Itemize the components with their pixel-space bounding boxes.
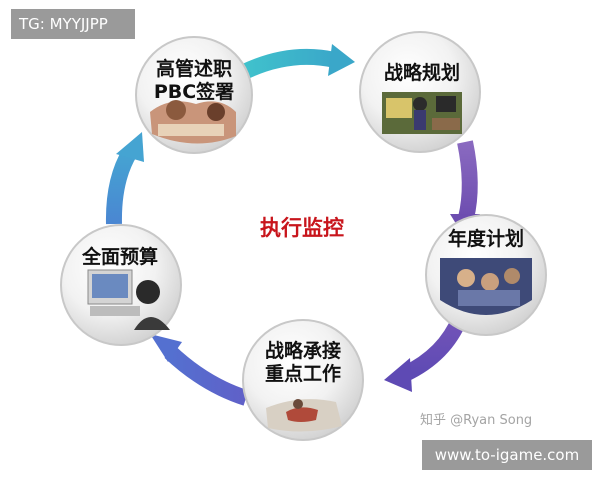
node-label-line: 全面预算 <box>81 246 158 268</box>
node-annual-plan <box>425 214 547 336</box>
node-label-line: 年度计划 <box>447 228 524 250</box>
node-label-executive-review: 高管述职 PBC签署 <box>134 58 254 104</box>
node-strategy-execution <box>242 319 364 441</box>
center-label: 执行监控 <box>260 216 344 240</box>
node-label-line: 战略承接 <box>264 340 341 362</box>
arrow-top <box>240 44 355 80</box>
node-label-budget: 全面预算 <box>60 246 180 269</box>
node-executive-review <box>135 36 253 154</box>
arrow-left <box>105 132 144 225</box>
node-label-line: 高管述职 <box>155 58 232 80</box>
planning-photo-icon <box>382 92 462 134</box>
node-label-line: PBC签署 <box>153 81 235 103</box>
node-label-strategic-planning: 战略规划 <box>362 62 482 85</box>
node-budget <box>60 224 182 346</box>
team-photo-icon <box>440 258 532 315</box>
telegram-tag: TG: MYYJJPP <box>11 9 135 39</box>
work-photo-icon <box>266 399 342 432</box>
computer-photo-icon <box>87 269 170 330</box>
arrow-bottom <box>150 334 249 406</box>
arrow-right-lower <box>384 314 468 392</box>
node-label-annual-plan: 年度计划 <box>426 228 546 251</box>
meeting-photo-icon <box>150 100 236 144</box>
watermark: 知乎 @Ryan Song <box>420 413 533 428</box>
node-label-line: 重点工作 <box>264 363 341 385</box>
node-label-line: 战略规划 <box>383 62 460 84</box>
node-label-strategy-execution: 战略承接 重点工作 <box>243 340 363 386</box>
node-strategic-planning <box>359 31 481 153</box>
site-tag: www.to-igame.com <box>422 440 592 470</box>
